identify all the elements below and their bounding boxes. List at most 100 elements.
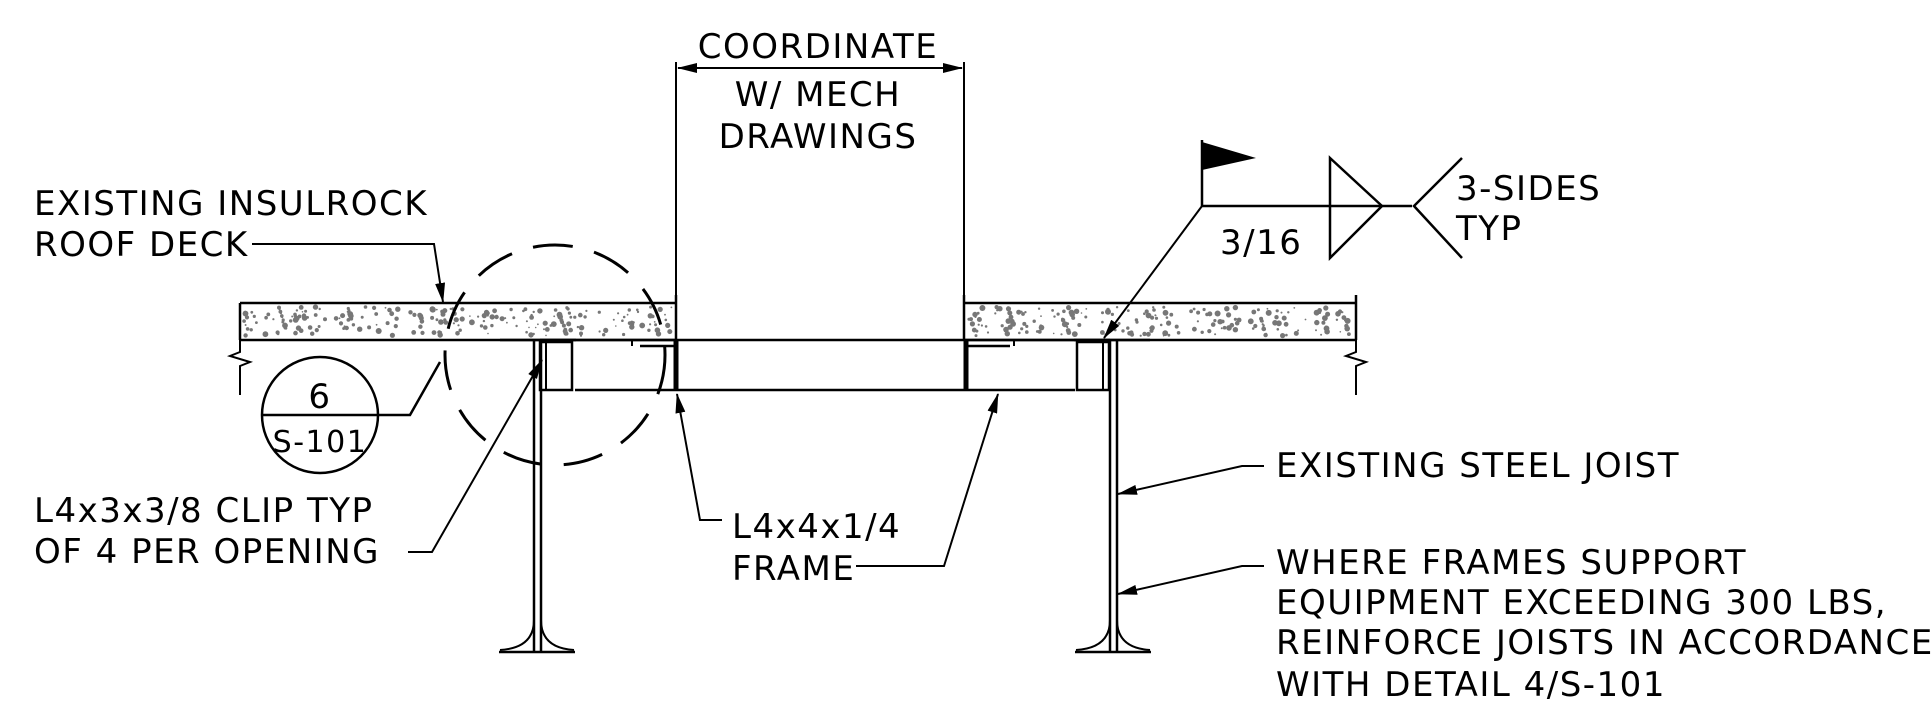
aggregate-speck bbox=[647, 313, 653, 319]
aggregate-speck bbox=[666, 325, 670, 328]
aggregate-speck bbox=[1062, 309, 1066, 314]
joist-label: EXISTING STEEL JOIST bbox=[1276, 446, 1680, 486]
aggregate-speck bbox=[1016, 309, 1022, 315]
aggregate-speck bbox=[542, 320, 548, 326]
aggregate-speck bbox=[664, 313, 666, 316]
aggregate-speck bbox=[1210, 322, 1216, 327]
aggregate-speck bbox=[1213, 319, 1217, 323]
aggregate-speck bbox=[1214, 310, 1221, 317]
aggregate-speck bbox=[1297, 329, 1300, 332]
aggregate-speck bbox=[543, 328, 545, 331]
aggregate-speck bbox=[393, 324, 398, 329]
aggregate-speck bbox=[649, 305, 653, 309]
aggregate-speck bbox=[1236, 317, 1242, 323]
aggregate-speck bbox=[639, 322, 646, 329]
aggregate-speck bbox=[486, 314, 489, 317]
aggregate-speck bbox=[1229, 322, 1235, 328]
aggregate-speck bbox=[1020, 327, 1024, 331]
aggregate-speck bbox=[1144, 309, 1149, 314]
aggregate-speck bbox=[346, 318, 351, 322]
aggregate-speck bbox=[986, 331, 990, 334]
aggregate-speck bbox=[1266, 307, 1269, 310]
aggregate-speck bbox=[245, 327, 250, 331]
clip-callout: L4x3x3/8 CLIP TYP OF 4 PER OPENING bbox=[34, 359, 543, 572]
aggregate-speck bbox=[512, 316, 516, 320]
aggregate-speck bbox=[1251, 327, 1255, 330]
aggregate-speck bbox=[499, 316, 505, 322]
aggregate-speck bbox=[627, 308, 631, 312]
aggregate-speck bbox=[289, 319, 293, 323]
aggregate-speck bbox=[1226, 312, 1232, 318]
aggregate-speck bbox=[1341, 315, 1347, 320]
aggregate-speck bbox=[1040, 315, 1042, 317]
aggregate-speck bbox=[389, 332, 395, 338]
aggregate-speck bbox=[1143, 312, 1146, 316]
aggregate-speck bbox=[458, 328, 462, 332]
aggregate-speck bbox=[242, 319, 246, 323]
aggregate-speck bbox=[1192, 307, 1196, 311]
aggregate-speck bbox=[654, 323, 658, 327]
aggregate-speck bbox=[1152, 308, 1156, 312]
aggregate-speck bbox=[437, 332, 443, 338]
aggregate-speck bbox=[979, 305, 986, 311]
aggregate-speck bbox=[657, 306, 663, 312]
aggregate-speck bbox=[318, 307, 321, 311]
aggregate-speck bbox=[295, 309, 299, 312]
aggregate-speck bbox=[1207, 311, 1213, 317]
aggregate-speck bbox=[387, 307, 392, 313]
aggregate-speck bbox=[1121, 329, 1125, 333]
aggregate-speck bbox=[317, 325, 321, 328]
aggregate-speck bbox=[1335, 318, 1339, 321]
aggregate-speck bbox=[418, 315, 424, 321]
aggregate-speck bbox=[1003, 326, 1009, 333]
aggregate-speck bbox=[1222, 325, 1227, 330]
aggregate-speck bbox=[1159, 323, 1163, 327]
aggregate-speck bbox=[298, 305, 304, 310]
aggregate-speck bbox=[994, 312, 997, 315]
aggregate-speck bbox=[1052, 332, 1055, 335]
aggregate-speck bbox=[314, 328, 319, 333]
aggregate-speck bbox=[1261, 323, 1264, 326]
section-number: 6 bbox=[308, 377, 331, 417]
deck-label-line2: ROOF DECK bbox=[34, 225, 249, 265]
aggregate-speck bbox=[1025, 330, 1029, 334]
aggregate-speck bbox=[372, 305, 377, 310]
aggregate-speck bbox=[276, 332, 280, 336]
aggregate-speck bbox=[653, 321, 656, 323]
aggregate-speck bbox=[282, 320, 285, 323]
aggregate-speck bbox=[621, 319, 624, 323]
note-line4: WITH DETAIL 4/S-101 bbox=[1276, 665, 1666, 703]
aggregate-speck bbox=[553, 308, 558, 312]
aggregate-speck bbox=[469, 315, 471, 317]
aggregate-speck bbox=[395, 306, 401, 312]
clip-angle-right bbox=[1075, 340, 1111, 392]
aggregate-speck bbox=[284, 326, 288, 330]
aggregate-speck bbox=[1162, 305, 1166, 309]
aggregate-speck bbox=[1117, 322, 1121, 325]
aggregate-speck bbox=[293, 330, 298, 336]
aggregate-speck bbox=[1265, 309, 1272, 316]
aggregate-speck bbox=[1005, 318, 1012, 324]
aggregate-speck bbox=[430, 315, 435, 320]
aggregate-speck bbox=[1320, 333, 1323, 336]
aggregate-speck bbox=[342, 327, 346, 330]
aggregate-speck bbox=[654, 327, 661, 334]
aggregate-speck bbox=[1005, 306, 1012, 312]
detail-callout-circle bbox=[443, 243, 667, 467]
frame-label-line1: L4x4x1/4 bbox=[732, 507, 901, 547]
aggregate-speck bbox=[1018, 331, 1021, 335]
weld-symbol: 3/16 3-SIDES TYP bbox=[1103, 140, 1600, 339]
aggregate-speck bbox=[346, 310, 349, 313]
aggregate-speck bbox=[563, 330, 569, 336]
aggregate-speck bbox=[306, 316, 309, 319]
aggregate-speck bbox=[279, 312, 282, 315]
joist-callout: EXISTING STEEL JOIST bbox=[1117, 446, 1680, 495]
aggregate-speck bbox=[1314, 319, 1320, 326]
aggregate-speck bbox=[492, 308, 497, 314]
aggregate-speck bbox=[1207, 329, 1212, 334]
aggregate-speck bbox=[1165, 316, 1169, 319]
aggregate-speck bbox=[1080, 312, 1083, 314]
aggregate-speck bbox=[298, 328, 304, 334]
aggregate-speck bbox=[1232, 305, 1237, 310]
aggregate-speck bbox=[385, 321, 390, 326]
